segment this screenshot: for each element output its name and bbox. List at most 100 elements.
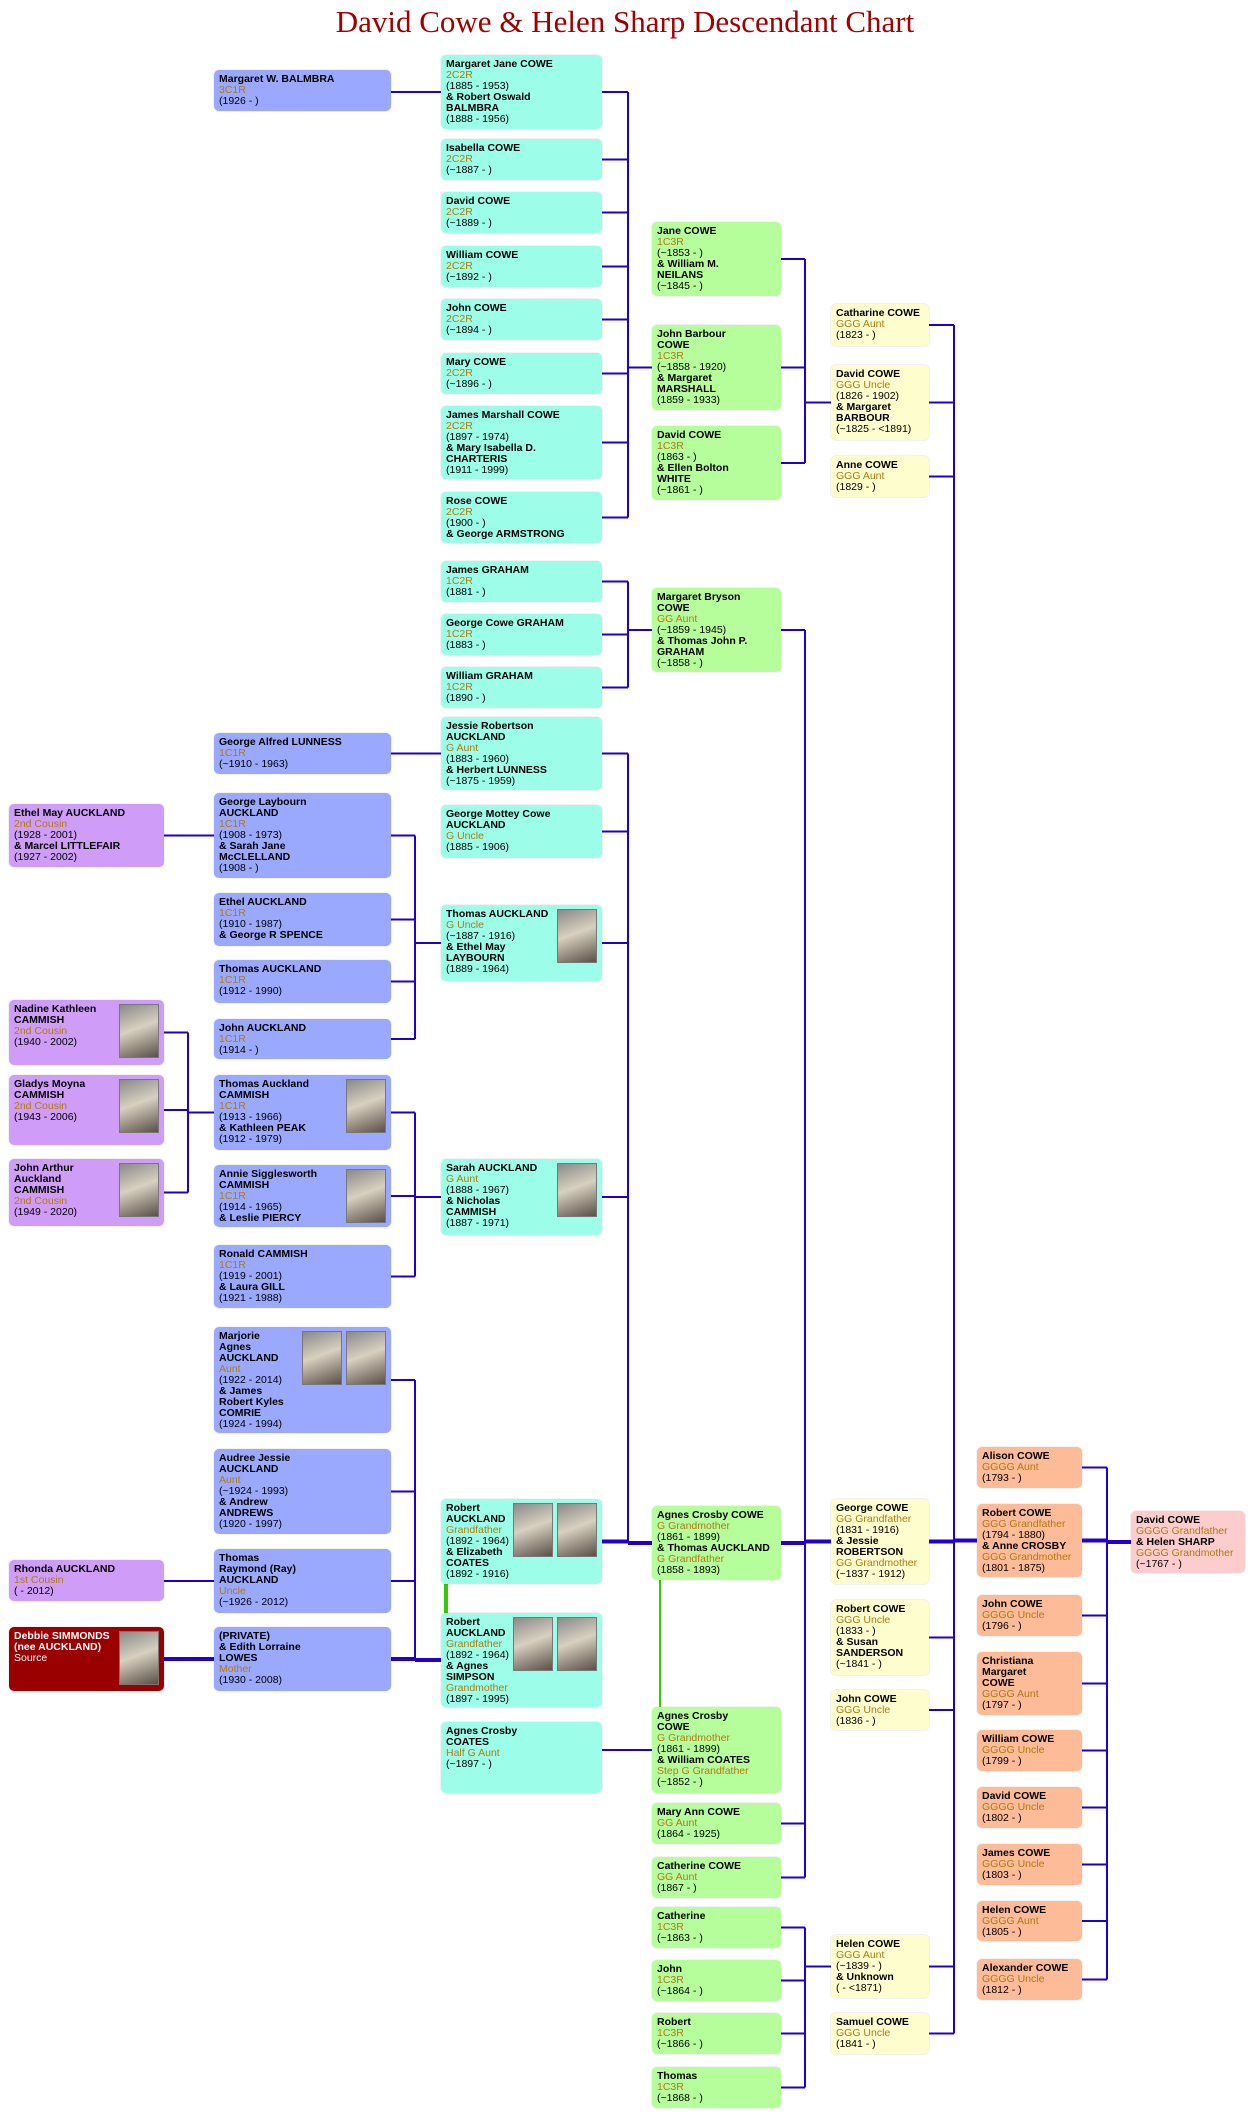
- life-dates: (~1897 - ): [446, 1758, 492, 1770]
- person-name: Agnes Crosby COWE: [657, 1509, 764, 1521]
- portrait-photo[interactable]: [346, 1331, 386, 1385]
- portrait-photo[interactable]: [302, 1331, 342, 1385]
- portrait-photo[interactable]: [557, 1503, 597, 1557]
- relationship-label: 2C2R: [446, 313, 473, 325]
- portrait-photo[interactable]: [119, 1163, 159, 1217]
- life-dates: (~1894 - ): [446, 324, 492, 336]
- life-dates: (1888 - 1967): [446, 1184, 510, 1196]
- portrait-photo[interactable]: [513, 1503, 553, 1557]
- portrait-photo[interactable]: [119, 1079, 159, 1133]
- portrait-photo[interactable]: [557, 909, 597, 963]
- portrait-photo[interactable]: [513, 1617, 553, 1671]
- portrait-photo[interactable]: [557, 1163, 597, 1217]
- person-name: Thomas AUCKLAND: [446, 908, 549, 920]
- portrait-photo[interactable]: [346, 1169, 386, 1223]
- life-dates: (1943 - 2006): [14, 1111, 78, 1123]
- life-dates: (~1852 - ): [657, 1776, 703, 1788]
- portrait-photo[interactable]: [119, 1631, 159, 1685]
- person-name: James COWE: [982, 1847, 1051, 1859]
- life-dates: (~1887 - 1916): [446, 930, 516, 942]
- portrait-photo[interactable]: [346, 1079, 386, 1133]
- relationship-label: GG Grandmother: [836, 1557, 918, 1569]
- portrait-photo[interactable]: [119, 1004, 159, 1058]
- person-name: & Thomas John P. GRAHAM: [657, 635, 748, 658]
- person-name: James GRAHAM: [446, 564, 529, 576]
- life-dates: (1892 - 1964): [446, 1649, 510, 1661]
- portrait-photo[interactable]: [557, 1617, 597, 1671]
- person-name: & Nicholas CAMMISH: [446, 1195, 501, 1218]
- person-box-debbie-simmonds[interactable]: Debbie SIMMONDS (nee AUCKLAND)Source: [9, 1627, 164, 1691]
